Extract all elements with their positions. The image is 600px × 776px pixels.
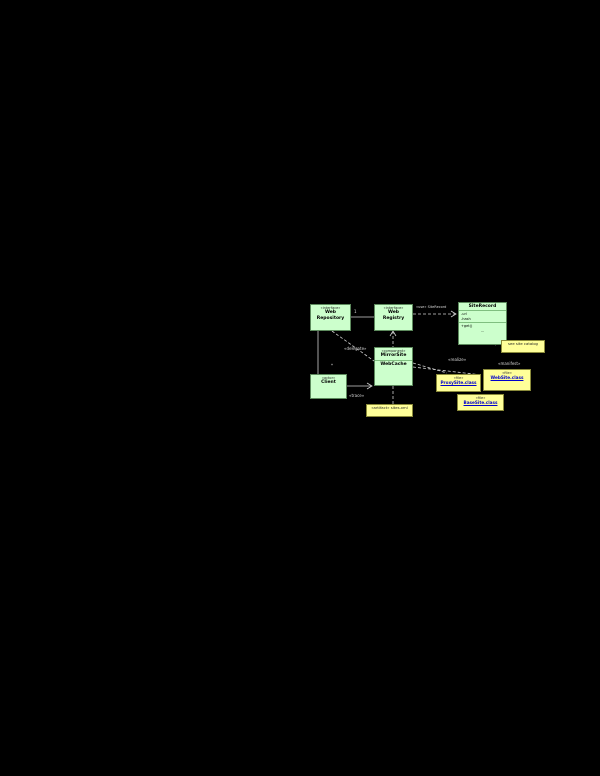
edge-label-trace: «trace» [349, 393, 365, 398]
class-stereotype: «actor» [321, 376, 336, 380]
class-ellipsis: ... [480, 328, 485, 333]
class-name-line1: MirrorSite [380, 353, 407, 359]
note-text: «artifact» sites.xml [371, 405, 408, 410]
class-name: SiteRecord [468, 304, 497, 309]
uml-class-web-repository: «interface» Web Repository [310, 304, 351, 331]
class-attribute: -url [461, 312, 467, 317]
class-attribute: -hash [461, 316, 471, 321]
edge-label-delegate: «delegate» [344, 346, 367, 351]
note-site-catalog: see site catalog [501, 340, 545, 353]
link-proxysite-class[interactable]: ProxySite.class [440, 380, 477, 386]
link-basesite-class[interactable]: BaseSite.class [463, 400, 498, 406]
note-file-proxysite: «file» ProxySite.class [436, 374, 481, 392]
class-stereotype: «interface» [320, 306, 341, 310]
uml-class-client: «actor» Client [310, 374, 347, 399]
edge-label-realize: «realize» [448, 357, 467, 362]
note-title: «file» [502, 371, 512, 375]
class-stereotype: «component» [381, 349, 406, 353]
multiplicity-label: 1 [354, 309, 357, 314]
compartment-divider [375, 359, 412, 361]
compartment-divider [459, 310, 506, 312]
class-name-line2: Repository [316, 315, 345, 321]
class-name-line1: Web [387, 310, 400, 316]
multiplicity-label: * [331, 363, 333, 368]
class-stereotype: «interface» [383, 306, 404, 310]
note-title: «file» [475, 396, 486, 400]
note-artifact: «artifact» sites.xml [366, 404, 413, 417]
edge-label-manifest: «manifest» [498, 361, 521, 366]
uml-class-web-registry: «interface» Web Registry [374, 304, 413, 331]
class-operation: +get() [461, 324, 473, 329]
uml-class-siterecord: SiteRecord -url -hash +get() ... [458, 302, 507, 345]
note-file-basesite: «file» BaseSite.class [457, 394, 504, 411]
class-name-line2: Registry [382, 315, 405, 321]
link-website-class[interactable]: WebSite.class [490, 375, 524, 381]
note-title: «file» [453, 376, 464, 380]
note-text: see site catalog [508, 341, 538, 346]
class-name-line1: Web [324, 310, 337, 316]
dependency-label-use: «use» SiteRecord [416, 305, 447, 309]
uml-class-mirrorsite: «component» MirrorSite WebCache [374, 347, 413, 386]
note-file-website: «file» WebSite.class [483, 369, 531, 391]
class-name: Client [321, 380, 336, 386]
class-name-line2: WebCache [380, 361, 407, 367]
compartment-divider [459, 322, 506, 324]
